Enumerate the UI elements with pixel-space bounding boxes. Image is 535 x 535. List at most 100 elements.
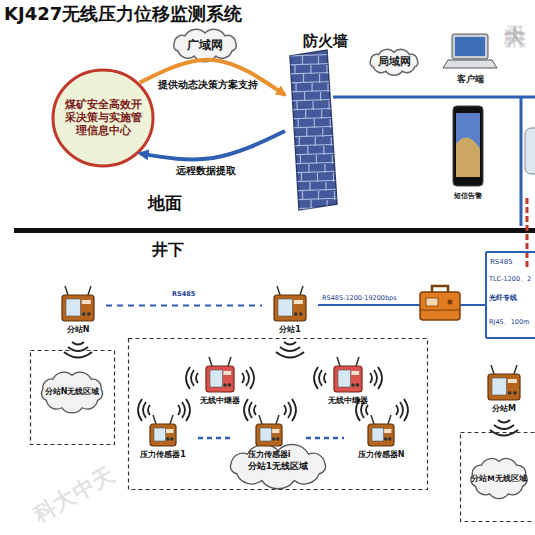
device-screen [66, 299, 80, 316]
node-label: 分站M [476, 404, 532, 414]
device-screen [154, 428, 166, 441]
signal-wave [284, 399, 296, 421]
device-body [334, 366, 362, 392]
device-body [256, 424, 282, 446]
device-panel [294, 300, 303, 304]
node-label: 客户端 [440, 74, 500, 85]
node-icon [30, 350, 115, 445]
wireless-region: 分站M无线区域 [460, 432, 535, 522]
connector-label: 提供动态决策方案支持 [158, 78, 258, 92]
bus-speed-label: RS485-1200-19200bps [322, 294, 397, 302]
brick-mortar [285, 54, 352, 218]
device-button [299, 312, 303, 316]
pressure-sensor: 压力传感器1 [130, 416, 196, 464]
converter-knob [448, 300, 453, 305]
watermark: 科大中天 [28, 460, 119, 530]
device-panel [508, 379, 517, 383]
interface-label: RS485 [490, 258, 513, 266]
signal-wave [178, 399, 190, 421]
node-icon [285, 32, 365, 212]
node-label: 压力传感器N [348, 450, 414, 460]
signal-wave [314, 367, 326, 389]
device-panel [351, 371, 359, 375]
ellipsis-dash [198, 437, 232, 440]
antenna [228, 357, 231, 366]
dashed-region [129, 339, 428, 490]
device-button [166, 437, 170, 441]
signal-wave [186, 367, 198, 389]
ground-line [14, 228, 535, 233]
diagram-title: KJ427无线压力位移监测系统 [4, 2, 242, 26]
node-label: 防火墙 [285, 32, 365, 50]
device-button [272, 437, 276, 441]
interface-label: TLC-1200、2 [489, 275, 531, 284]
device-panel [223, 371, 231, 375]
substation-device: 分站1 [262, 283, 318, 339]
signal-wave [242, 367, 254, 389]
signal-wave [490, 420, 518, 436]
rs485-wire [318, 304, 420, 306]
info-center-circle: 煤矿安全高效开采决策与实施管理信息中心 [51, 68, 155, 168]
panel-wire [486, 337, 535, 339]
device-panel [166, 429, 173, 433]
device-button [276, 437, 280, 441]
node-label: 压力传感器1 [130, 450, 196, 460]
antenna [209, 357, 212, 366]
device-button [223, 383, 227, 387]
interface-label: 光纤专线 [489, 293, 517, 303]
signal-wave [138, 399, 150, 421]
node-label: 分站1 [262, 325, 318, 335]
pressure-sensor: 压力传感器N [348, 416, 414, 464]
device-button [351, 383, 355, 387]
converter-handle [432, 286, 448, 292]
device-panel [82, 300, 91, 304]
device-screen [260, 428, 272, 441]
ground-label: 地面 [148, 192, 182, 215]
network-wire [333, 96, 535, 99]
node-label: 分站M无线区域 [466, 458, 532, 498]
connector-label: RS485 [172, 290, 195, 298]
ellipsis-dash [306, 437, 344, 440]
wireless-region: 无线中继器无线中继器压力传感器1压力传感器i压力传感器N分站1无线区域 [128, 338, 428, 490]
circle-outline [53, 70, 153, 166]
device-button [508, 391, 512, 395]
signal-wave [64, 342, 92, 358]
device-button [356, 383, 360, 387]
node-label: 分站1无线区域 [220, 448, 336, 484]
substation-device: 分站N [50, 283, 106, 339]
node-label: 短信告警 [443, 192, 493, 200]
pressure-sensor: 压力传感器i [236, 416, 302, 464]
device-body [150, 424, 176, 446]
node-label: 煤矿安全高效开采决策与实施管理信息中心 [63, 98, 143, 138]
device-body [368, 424, 394, 446]
antenna [259, 415, 262, 424]
signal-wave [276, 342, 304, 358]
device-button [388, 437, 392, 441]
client-laptop: 客户端 [440, 30, 500, 88]
laptop-screen [455, 37, 485, 56]
converter-seam [420, 310, 460, 311]
panel-wire [485, 252, 487, 338]
antenna [356, 357, 359, 366]
phone-screen [456, 113, 480, 177]
device-screen [278, 299, 292, 316]
wireless-repeater: 无线中继器 [190, 356, 250, 412]
device-button [384, 437, 388, 441]
antenna [337, 357, 340, 366]
antenna [170, 415, 173, 424]
device-screen [210, 370, 223, 387]
signal-wave [370, 367, 382, 389]
antenna [276, 415, 279, 424]
converter-box [420, 292, 460, 320]
node-label: 分站N无线区域 [36, 372, 108, 412]
node-label: 压力传感器i [236, 450, 302, 460]
rs485-wire [460, 304, 486, 306]
device-button [82, 312, 86, 316]
laptop-lid [452, 34, 488, 59]
antenna [491, 365, 494, 374]
phone-wallpaper [456, 138, 480, 177]
firewall-wall: 防火墙 [285, 32, 365, 212]
antenna [153, 415, 156, 424]
device-screen [492, 378, 506, 395]
